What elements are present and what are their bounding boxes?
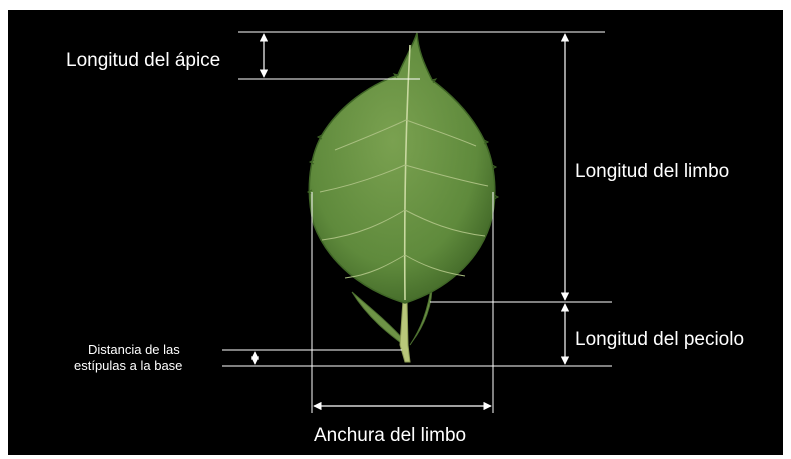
stipule-distance-label-line2: estípulas a la base	[74, 358, 182, 373]
blade-width-label: Anchura del limbo	[314, 425, 466, 446]
stipule-distance-label-line1: Distancia de las	[88, 342, 180, 357]
petiole-length-label: Longitud del peciolo	[575, 329, 744, 350]
apex-length-label: Longitud del ápice	[66, 50, 220, 71]
blade-length-label: Longitud del limbo	[575, 161, 729, 182]
